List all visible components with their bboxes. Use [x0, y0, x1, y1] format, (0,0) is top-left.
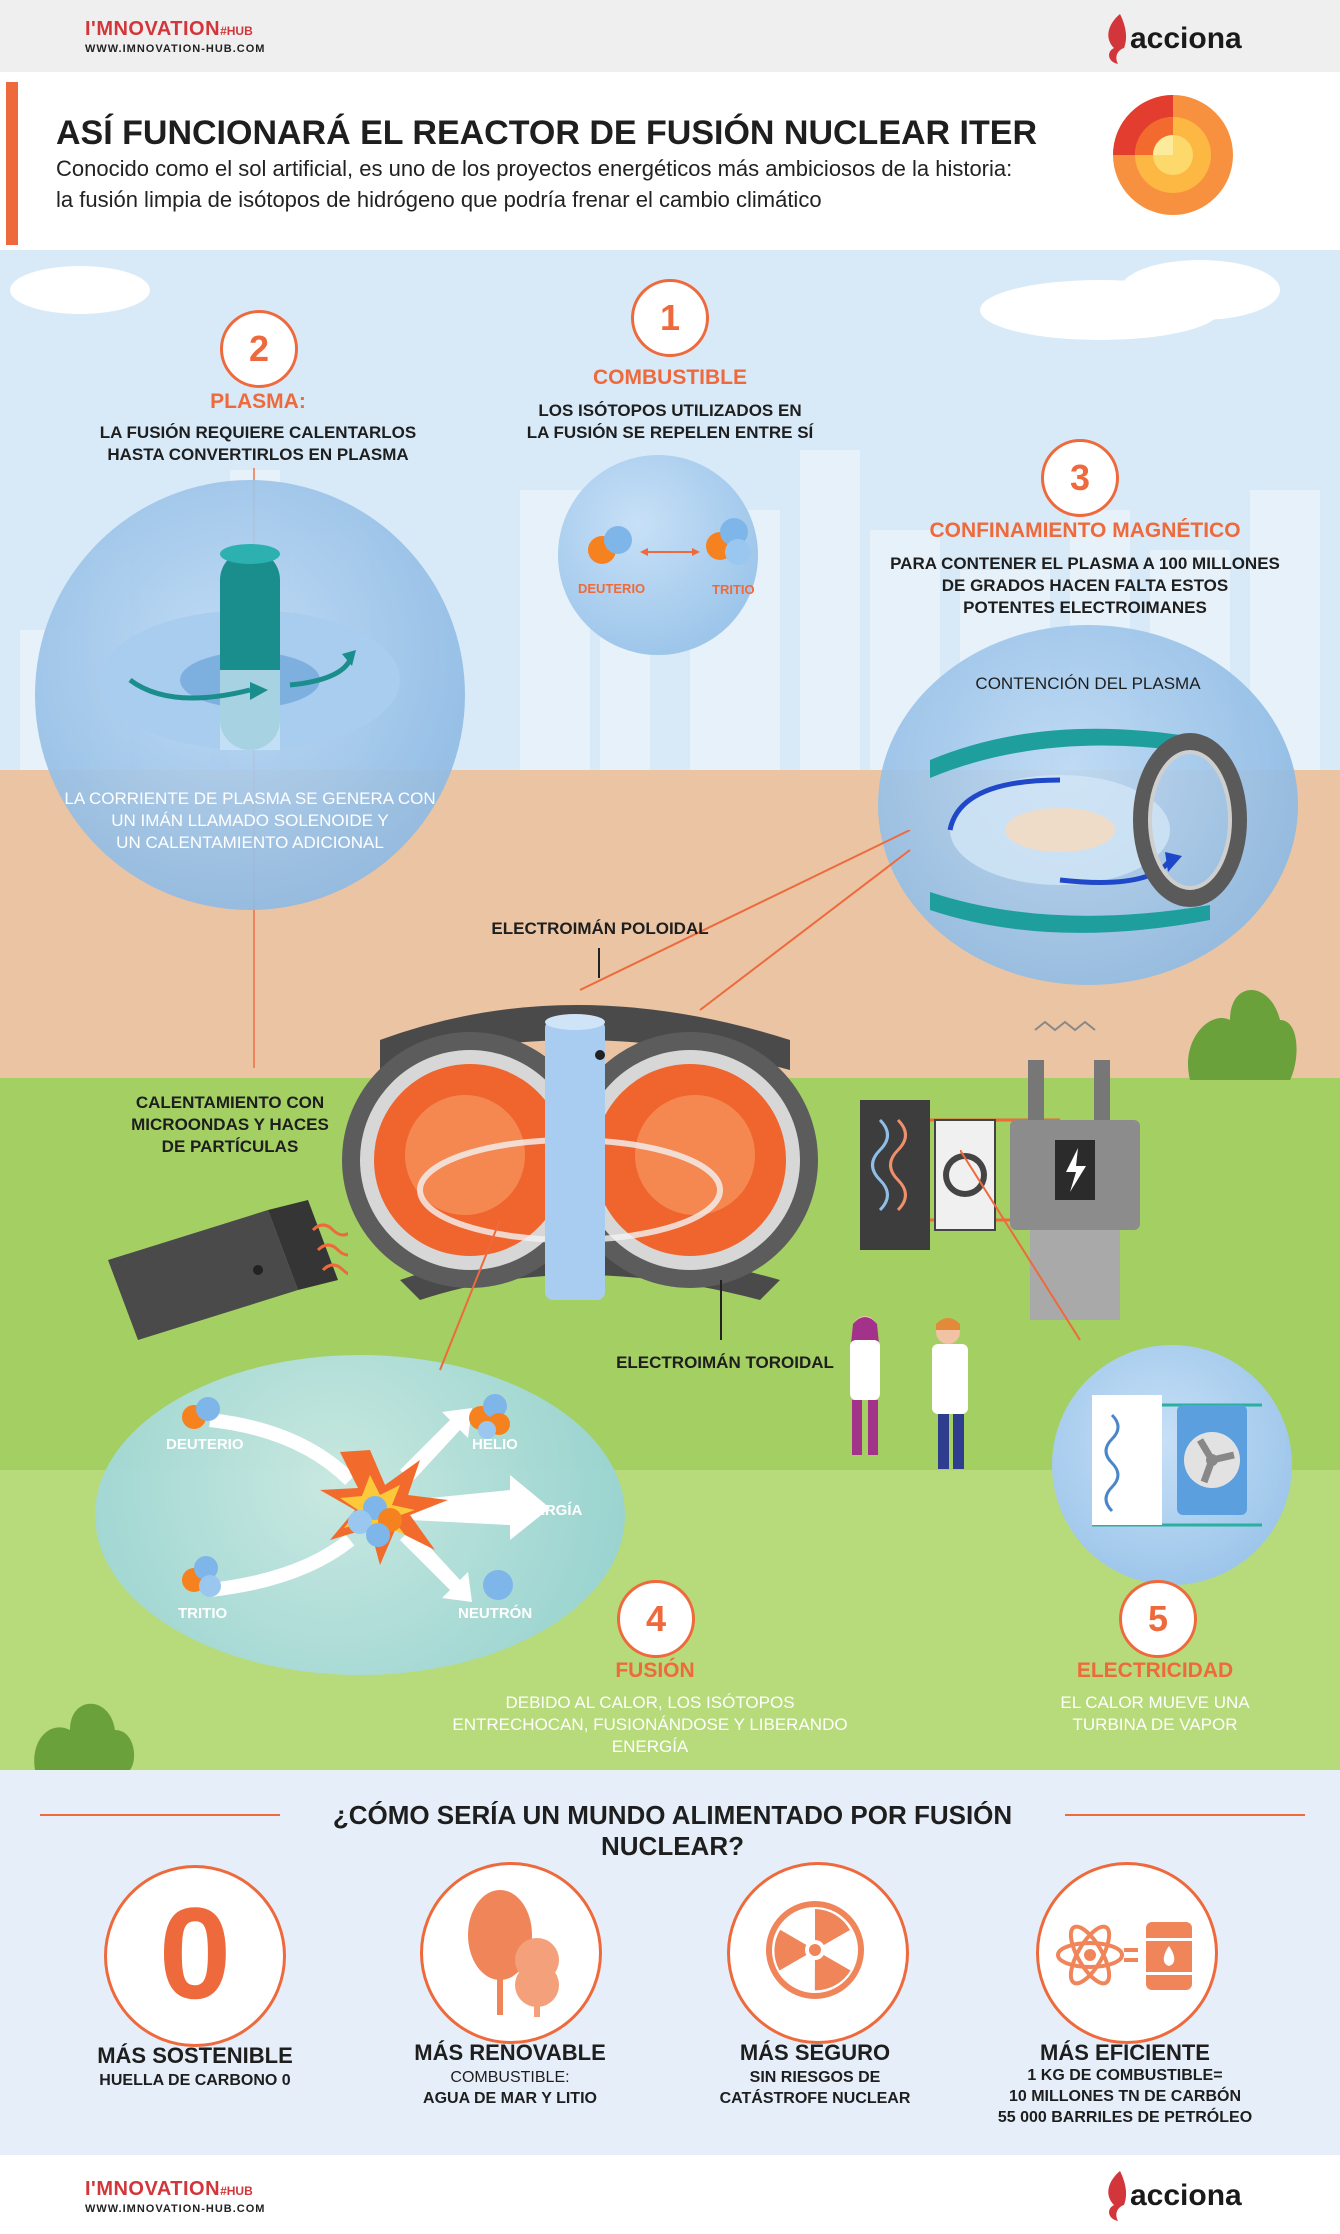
step2-text-line2: HASTA CONVERTIRLOS EN PLASMA [107, 445, 409, 464]
fusion-label-helio: HELIO [472, 1436, 518, 1453]
step4-number: 4 [617, 1580, 695, 1658]
step5-text-line2: TURBINA DE VAPOR [1072, 1715, 1238, 1734]
fusion-deuterio-icon [182, 1397, 220, 1429]
step4-title: FUSIÓN [615, 1659, 695, 1682]
heating-label-line3: DE PARTÍCULAS [161, 1137, 299, 1156]
transformer-icon [1010, 1020, 1140, 1320]
step5-title: ELECTRICIDAD [1076, 1659, 1234, 1682]
step1-text-line1: LOS ISÓTOPOS UTILIZADOS EN [538, 401, 802, 420]
footer-acciona-leaf-icon [1108, 2171, 1127, 2221]
repel-arrow-icon [640, 548, 700, 556]
microwave-heater-icon [108, 1200, 348, 1340]
atom-equals-barrel-icon [1056, 1922, 1192, 1990]
deuterio-atom-icon [588, 526, 632, 564]
fusion-neutron-icon [483, 1570, 513, 1600]
sun-core-icon [1113, 95, 1233, 215]
step5-connector-line [960, 1150, 1081, 1341]
benefit-sostenible-title: MÁS SOSTENIBLE [97, 2043, 293, 2068]
step1-label-tritio: TRITIO [712, 582, 755, 597]
step4-connector-line [439, 1220, 501, 1371]
step3-bubble-label: CONTENCIÓN DEL PLASMA [975, 674, 1201, 693]
page-subtitle-line1: Conocido como el sol artificial, es uno … [56, 156, 1013, 181]
step4-text-line1: DEBIDO AL CALOR, LOS ISÓTOPOS [505, 1693, 795, 1712]
acciona-logo-text: acciona [1130, 22, 1242, 55]
heating-label-line1: CALENTAMIENTO CON [135, 1093, 325, 1112]
fusion-label-deuterio: DEUTERIO [166, 1436, 244, 1453]
plasma-containment-icon [930, 728, 1247, 933]
page-subtitle-line2: la fusión limpia de isótopos de hidrógen… [56, 187, 822, 212]
imnovation-url: WWW.IMNOVATION-HUB.COM [85, 43, 266, 55]
bush-left [34, 1703, 135, 1770]
radiation-icon [766, 1901, 864, 1999]
fusion-label-neutron: NEUTRÓN [458, 1605, 533, 1622]
step1-text-line2: LA FUSIÓN SE REPELEN ENTRE SÍ [526, 423, 814, 442]
benefit-eficiente-title: MÁS EFICIENTE [1040, 2040, 1210, 2065]
benefit-sostenible-line1: HUELLA DE CARBONO 0 [99, 2072, 291, 2089]
footer-acciona-logo[interactable]: acciona [1098, 2165, 1248, 2225]
step3-text-line3: POTENTES ELECTROIMANES [963, 598, 1207, 617]
fusion-label-energia: ENERGÍA [514, 1502, 583, 1519]
benefit-eficiente-line2: 10 MILLONES TN DE CARBÓN [1008, 2088, 1241, 2105]
toroidal-pointer [720, 1280, 722, 1340]
fusion-tritio-icon [182, 1556, 221, 1597]
step3-connector-lines [579, 830, 911, 1011]
solenoid-torus-icon [100, 544, 400, 750]
benefit-seguro-line2: CATÁSTROFE NUCLEAR [719, 2090, 911, 2107]
header-accent-bar [6, 82, 18, 245]
acciona-leaf-icon [1108, 14, 1127, 64]
step2-bubble-line1: LA CORRIENTE DE PLASMA SE GENERA CON [64, 789, 436, 808]
heating-label-line2: MICROONDAS Y HACES [131, 1115, 329, 1134]
footer-imnovation-logo-text: I'MNOVATION [85, 2178, 221, 2200]
footer-imnovation-url: WWW.IMNOVATION-HUB.COM [85, 2203, 266, 2215]
benefit-eficiente-line3: 55 000 BARRILES DE PETRÓLEO [997, 2109, 1253, 2126]
scientists-illustration [850, 1316, 968, 1469]
page-title: ASÍ FUNCIONARÁ EL REACTOR DE FUSIÓN NUCL… [56, 114, 1038, 152]
imnovation-logo[interactable]: I'MNOVATION#HUB WWW.IMNOVATION-HUB.COM [85, 18, 265, 55]
step3-title: CONFINAMIENTO MAGNÉTICO [929, 519, 1241, 542]
benefit-eficiente-line1: 1 KG DE COMBUSTIBLE= [1027, 2067, 1223, 2084]
benefit-seguro-line1: SIN RIESGOS DE [749, 2069, 881, 2086]
fusion-helio-icon [469, 1394, 510, 1439]
step1-number: 1 [631, 279, 709, 357]
acciona-logo[interactable]: acciona [1098, 8, 1248, 68]
footer-imnovation-logo[interactable]: I'MNOVATION#HUB WWW.IMNOVATION-HUB.COM [85, 2178, 265, 2215]
bush-right [1188, 990, 1297, 1080]
step2-bubble-line3: UN CALENTAMIENTO ADICIONAL [116, 833, 384, 852]
zero-icon: 0 [158, 1880, 232, 2026]
fusion-explosion-icon [209, 1408, 550, 1602]
step2-bubble-line2: UN IMÁN LLAMADO SOLENOIDE Y [111, 811, 389, 830]
tree-icon [468, 1890, 559, 2017]
imnovation-logo-tag: #HUB [220, 24, 253, 38]
world-heading-rule-right [1065, 1814, 1305, 1816]
imnovation-logo-text: I'MNOVATION [85, 18, 221, 40]
step5-text-line1: EL CALOR MUEVE UNA [1060, 1693, 1250, 1712]
step2-title: PLASMA: [210, 390, 306, 413]
fusion-label-tritio: TRITIO [178, 1605, 228, 1622]
step1-label-deuterio: DEUTERIO [578, 581, 646, 596]
turbine-icon [1092, 1395, 1262, 1527]
step3-number: 3 [1041, 439, 1119, 517]
heat-exchanger-icon [860, 1100, 1060, 1250]
benefit-seguro-title: MÁS SEGURO [739, 2040, 891, 2065]
reactor-illustration [342, 1005, 818, 1300]
benefit-renovable-line1: COMBUSTIBLE: [450, 2069, 570, 2086]
benefit-renovable-title: MÁS RENOVABLE [414, 2040, 606, 2065]
world-heading: ¿CÓMO SERÍA UN MUNDO ALIMENTADO POR FUSI… [332, 1800, 1013, 1861]
step3-text-line2: DE GRADOS HACEN FALTA ESTOS [941, 576, 1229, 595]
step4-text-line2: ENTRECHOCAN, FUSIONÁNDOSE Y LIBERANDO EN… [452, 1715, 848, 1756]
toroidal-label: ELECTROIMÁN TOROIDAL [616, 1353, 834, 1372]
footer-acciona-logo-text: acciona [1130, 2179, 1242, 2212]
poloidal-label: ELECTROIMÁN POLOIDAL [491, 919, 709, 938]
footer-imnovation-logo-tag: #HUB [220, 2184, 253, 2198]
step5-number: 5 [1119, 1580, 1197, 1658]
poloidal-pointer [598, 948, 600, 978]
step3-text-line1: PARA CONTENER EL PLASMA A 100 MILLONES [890, 554, 1280, 573]
benefit-renovable-line2: AGUA DE MAR Y LITIO [423, 2090, 597, 2107]
tritio-atom-icon [706, 518, 751, 565]
step2-text-line1: LA FUSIÓN REQUIERE CALENTARLOS [99, 423, 417, 442]
world-heading-rule-left [40, 1814, 280, 1816]
step1-title: COMBUSTIBLE [593, 366, 747, 389]
step2-number: 2 [220, 310, 298, 388]
benefit-sostenible-circle [104, 1865, 286, 2047]
